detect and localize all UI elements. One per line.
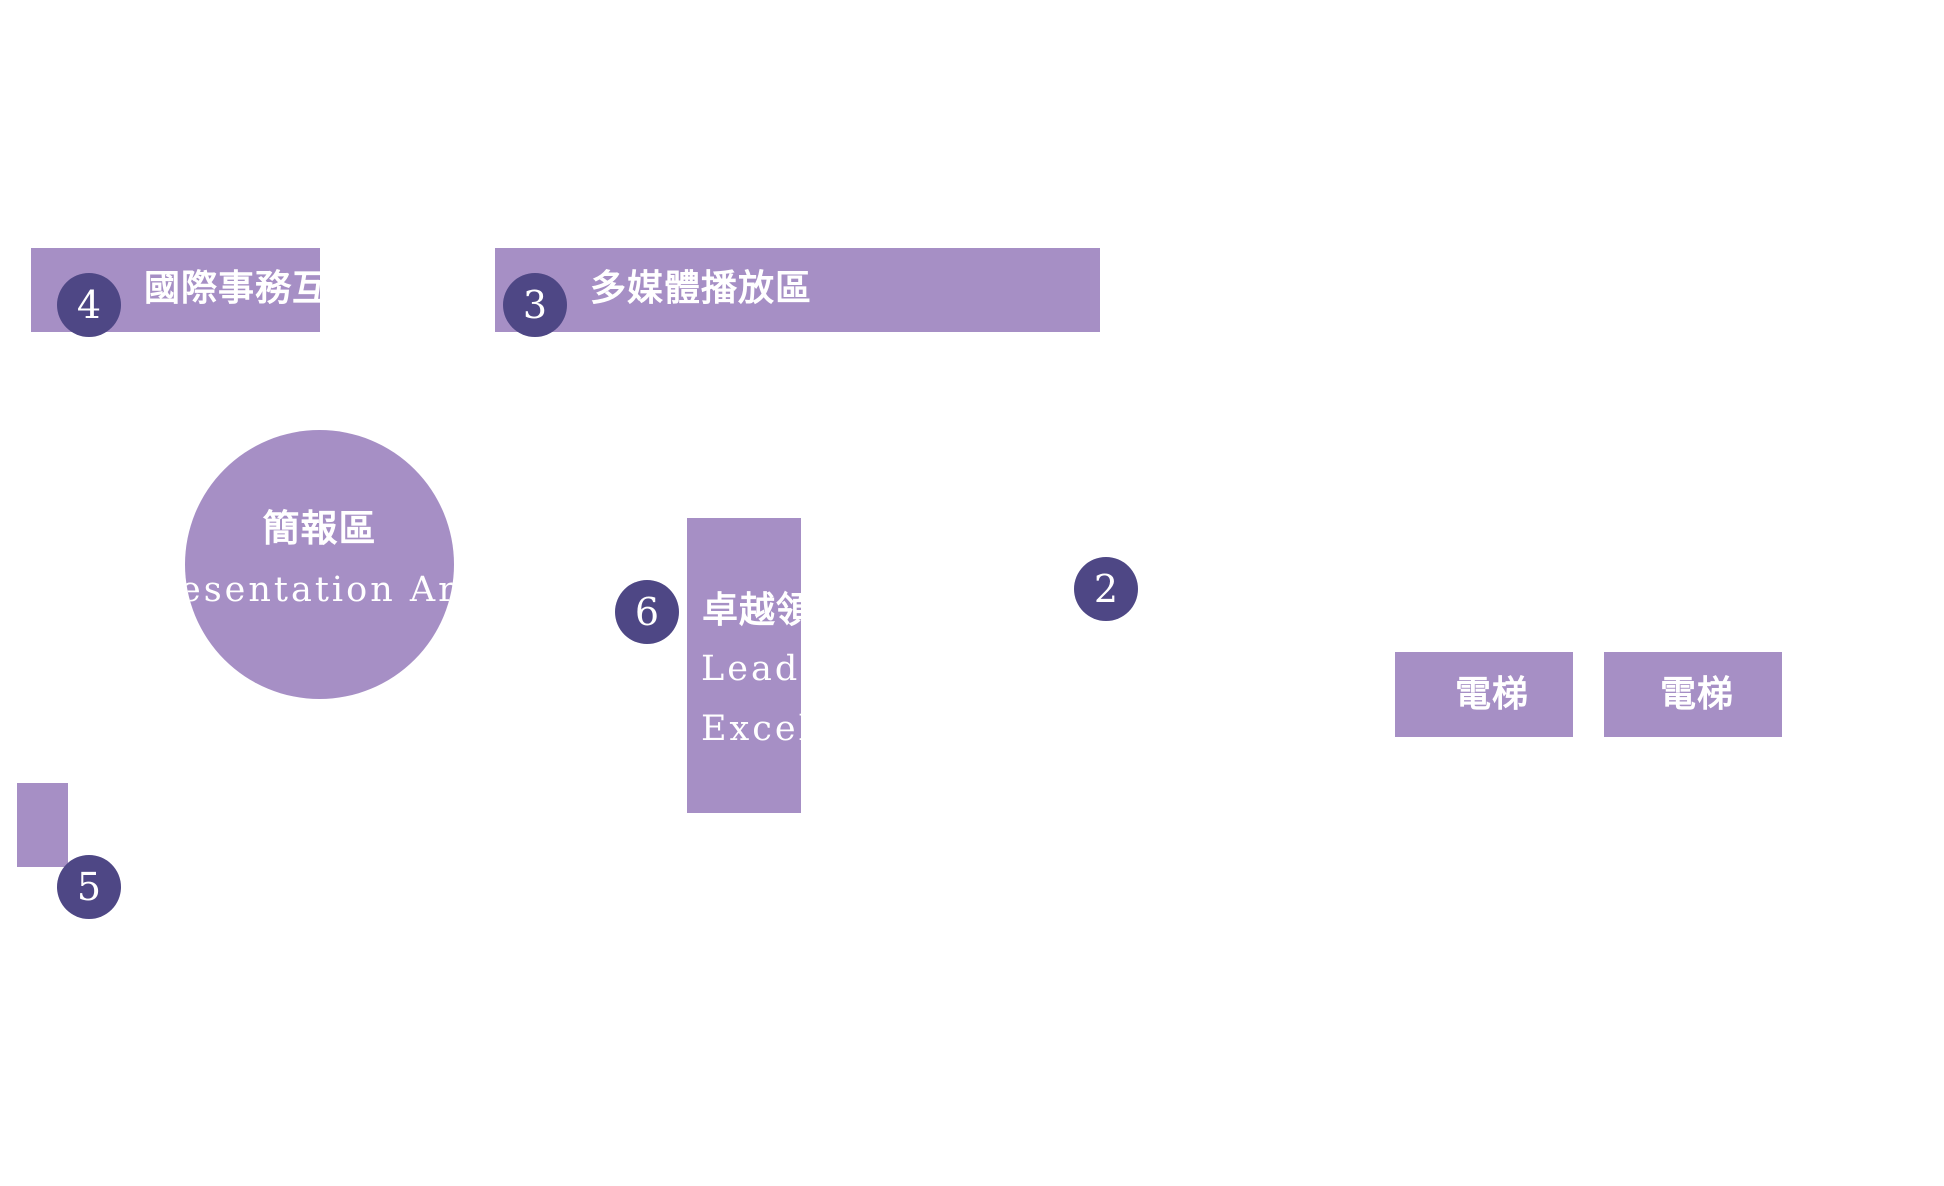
multimedia-zone[interactable]: 多媒體播放區 (495, 248, 1100, 332)
marker-5[interactable]: 5 (57, 855, 121, 919)
presentation-sublabel: esentation Ar (185, 570, 454, 610)
marker-3[interactable]: 3 (503, 273, 567, 337)
presentation-label: 簡報區 (262, 506, 377, 550)
elevator-zone-1[interactable]: 電梯 (1395, 652, 1573, 737)
elevator-label-2: 電梯 (1660, 673, 1735, 715)
station-5-zone[interactable] (17, 783, 68, 867)
leadership-sublabel-2: Excell (701, 709, 801, 749)
multimedia-label: 多媒體播放區 (590, 267, 813, 309)
presentation-zone[interactable]: 簡報區 esentation Ar (185, 430, 454, 699)
marker-4[interactable]: 4 (57, 273, 121, 337)
leadership-sublabel-1: Leade (701, 649, 801, 689)
marker-6[interactable]: 6 (615, 580, 679, 644)
marker-2[interactable]: 2 (1074, 557, 1138, 621)
international-affairs-label: 國際事務互 (144, 267, 320, 309)
elevator-zone-2[interactable]: 電梯 (1604, 652, 1782, 737)
elevator-label-1: 電梯 (1455, 673, 1530, 715)
leadership-label: 卓越領 (702, 589, 801, 631)
leadership-zone[interactable]: 卓越領 Leade Excell (687, 518, 801, 813)
